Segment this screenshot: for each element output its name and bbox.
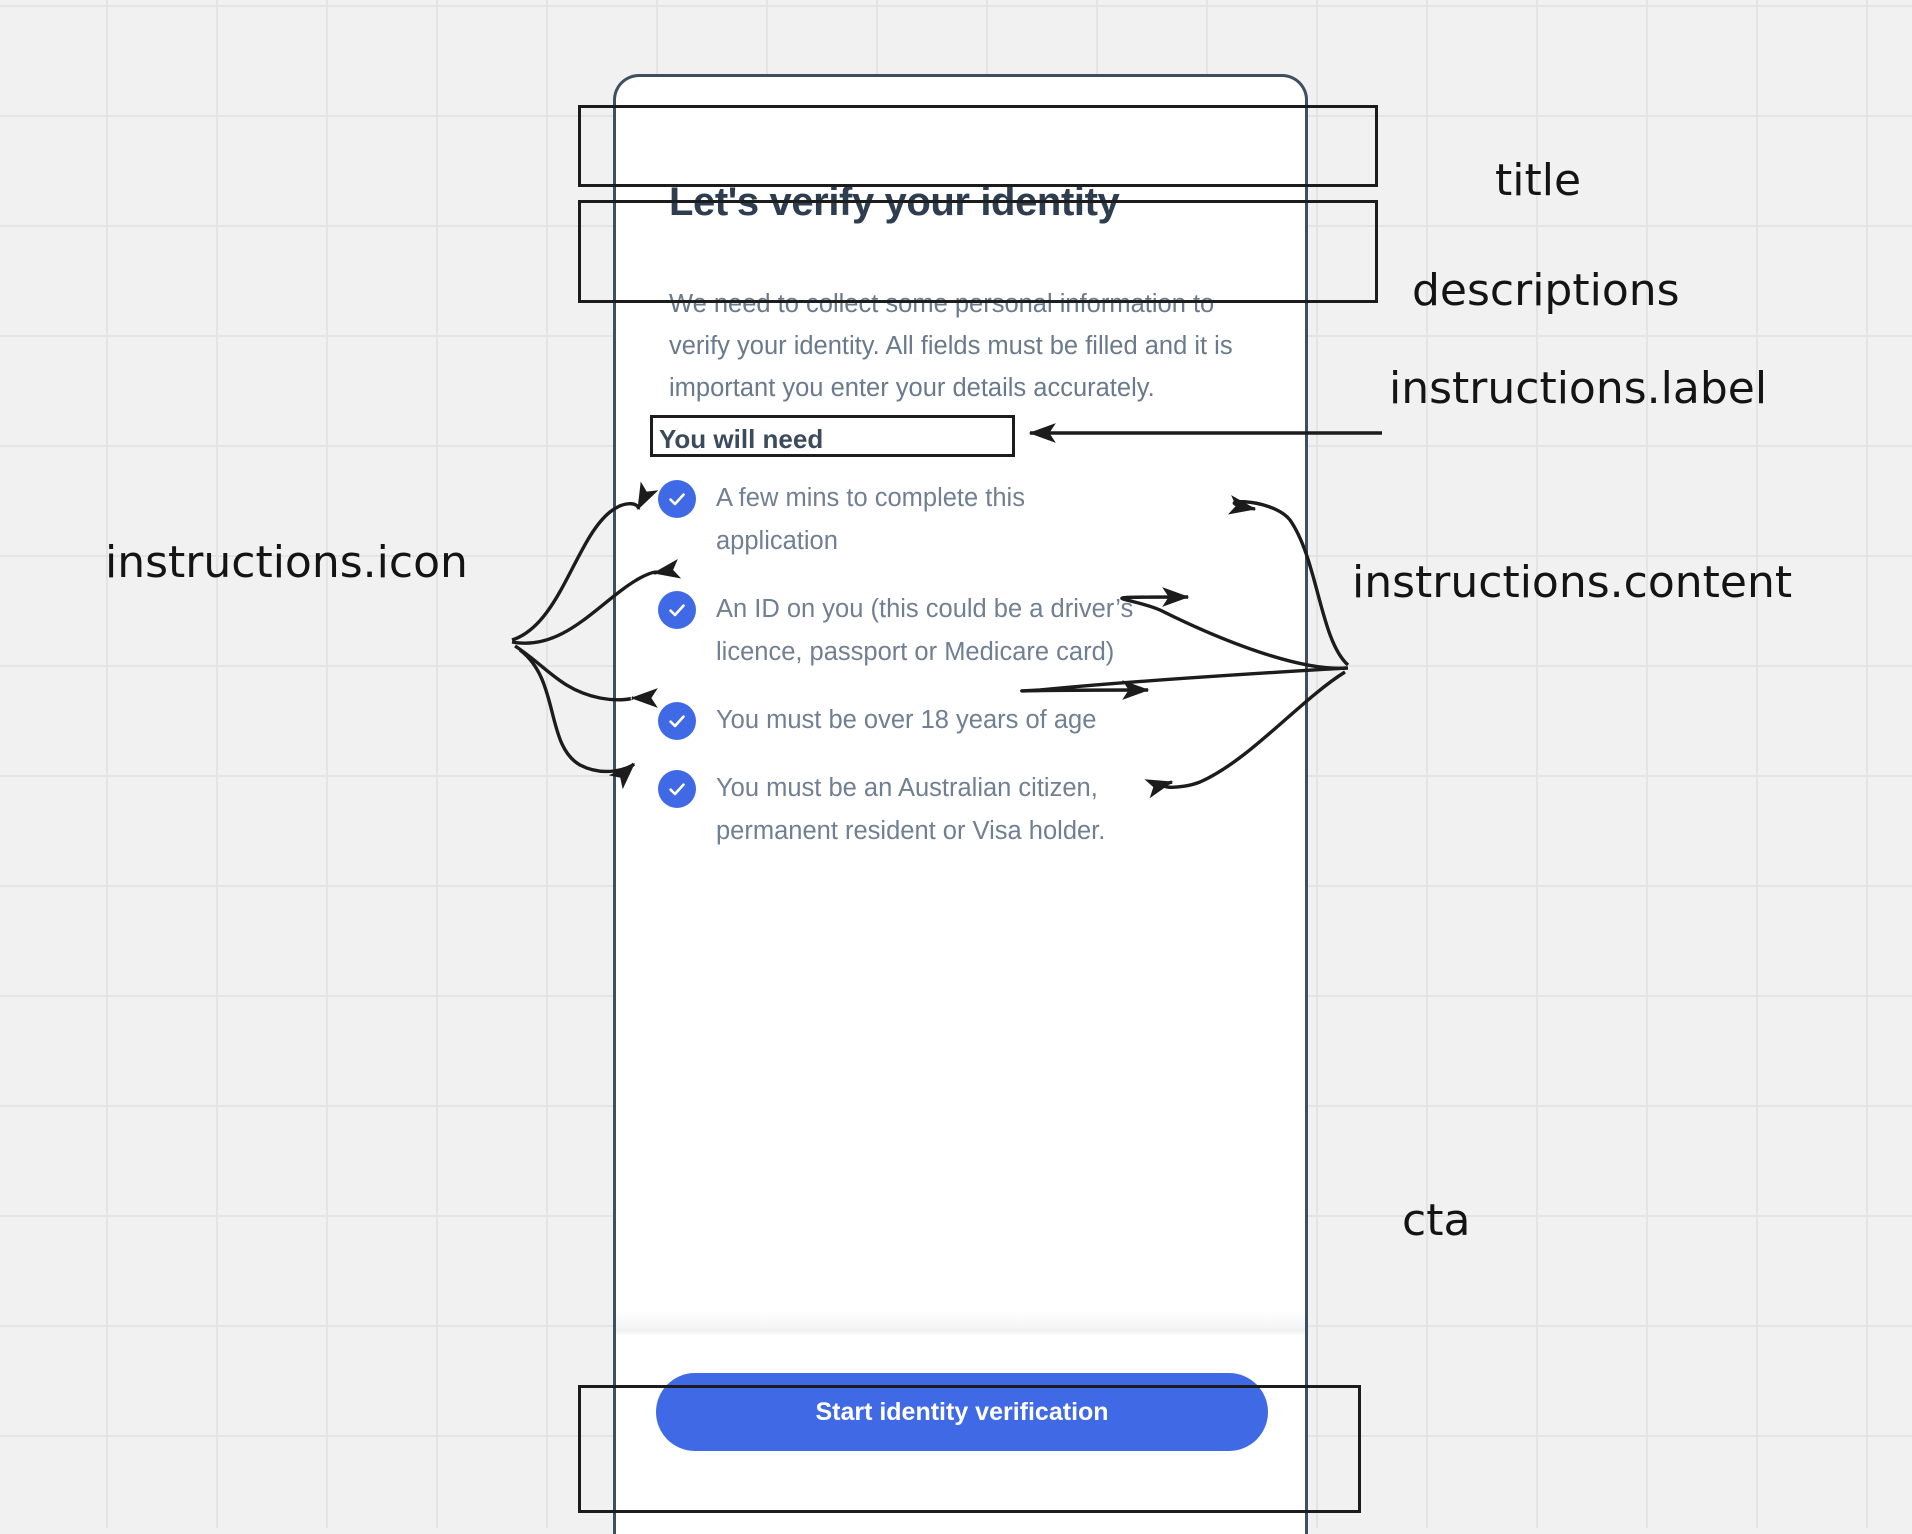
check-circle-icon <box>658 480 696 518</box>
annotation-label-title: title <box>1495 155 1582 206</box>
annotation-label-instructions-icon: instructions.icon <box>105 537 468 588</box>
phone-mockup-frame: Let's verify your identity We need to co… <box>613 74 1308 1534</box>
annotation-label-instructions-content: instructions.content <box>1352 557 1793 608</box>
annotation-label-descriptions: descriptions <box>1412 265 1680 316</box>
check-circle-icon <box>658 770 696 808</box>
list-item: A few mins to complete this application <box>658 477 1278 563</box>
list-item-content: You must be an Australian citizen, perma… <box>716 774 1106 845</box>
screen-scroll-area[interactable]: Let's verify your identity We need to co… <box>616 77 1305 1336</box>
annotation-label-instructions-label: instructions.label <box>1389 363 1768 414</box>
list-item: An ID on you (this could be a driver’s l… <box>658 588 1278 674</box>
list-item-content: You must be over 18 years of age <box>716 706 1097 734</box>
page-description: We need to collect some personal informa… <box>669 289 1233 402</box>
instructions-list: A few mins to complete this application … <box>658 477 1278 878</box>
check-circle-icon <box>658 702 696 740</box>
annotation-label-cta: cta <box>1402 1195 1471 1246</box>
list-item: You must be an Australian citizen, perma… <box>658 767 1278 853</box>
list-item-content: An ID on you (this could be a driver’s l… <box>716 595 1134 666</box>
start-identity-verification-button[interactable]: Start identity verification <box>656 1373 1268 1451</box>
instructions-label: You will need <box>659 424 824 454</box>
check-circle-icon <box>658 591 696 629</box>
page-title: Let's verify your identity <box>669 179 1120 224</box>
cta-footer: Start identity verification <box>616 1336 1305 1534</box>
list-item-content: A few mins to complete this application <box>716 484 1025 555</box>
list-item: You must be over 18 years of age <box>658 699 1278 742</box>
